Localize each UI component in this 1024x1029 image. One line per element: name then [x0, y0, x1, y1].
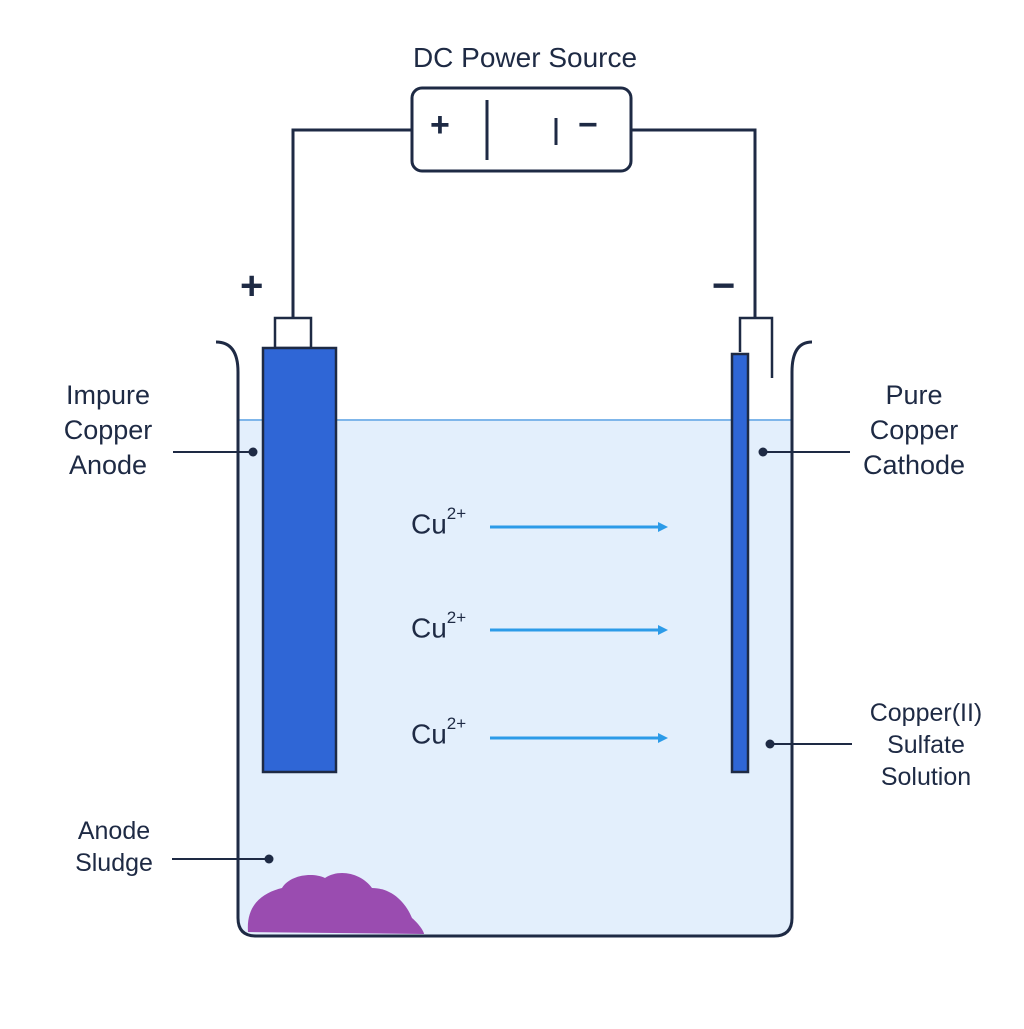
ion-2-base: Cu — [411, 612, 447, 644]
anode-wire — [291, 128, 412, 318]
solution-label-line-3: Solution — [880, 763, 972, 791]
ion-2-charge: 2+ — [446, 608, 467, 627]
beaker — [215, 340, 813, 938]
cathode-wire — [631, 128, 757, 318]
anode-terminal-sign: + — [240, 264, 264, 308]
power-minus-symbol: − — [578, 106, 598, 144]
cathode-label-line-1: Pure — [885, 380, 943, 410]
anode-leader-dot — [248, 447, 258, 457]
solution-label: Copper(II) Sulfate Solution — [852, 697, 1000, 793]
anode-electrode — [261, 346, 338, 774]
sludge-label-line-2: Sludge — [75, 849, 153, 877]
anode-label-line-3: Anode — [68, 450, 148, 480]
ion-3-base: Cu — [411, 718, 447, 750]
anode-connector — [273, 316, 313, 350]
anode-label: Impure Copper Anode — [40, 378, 176, 483]
anode-label-line-2: Copper — [63, 415, 153, 445]
solution-label-line-1: Copper(II) — [869, 699, 983, 727]
ion-3-charge: 2+ — [446, 714, 467, 733]
ion-1-base: Cu — [411, 508, 447, 540]
cathode-leader-dot — [758, 447, 768, 457]
anode-label-line-1: Impure — [65, 380, 151, 410]
cathode-label: Pure Copper Cathode — [846, 378, 982, 483]
solution-label-line-2: Sulfate — [887, 731, 965, 759]
cathode-terminal-sign: − — [712, 264, 736, 308]
power-plus-symbol: + — [430, 106, 450, 144]
solution-leader-dot — [765, 739, 775, 749]
sludge-label: Anode Sludge — [50, 815, 178, 879]
cathode-electrode — [730, 352, 750, 774]
cathode-connector — [738, 316, 774, 378]
ion-label-3: Cu2+ — [411, 714, 466, 750]
cathode-label-line-3: Cathode — [862, 450, 966, 480]
ion-label-1: Cu2+ — [411, 504, 466, 540]
power-source-title: DC Power Source — [412, 42, 638, 73]
sludge-label-line-1: Anode — [77, 817, 151, 845]
anode-sludge — [247, 873, 424, 934]
cathode-label-line-2: Copper — [869, 415, 959, 445]
sludge-leader-dot — [264, 854, 274, 864]
ion-1-charge: 2+ — [446, 504, 467, 523]
ion-label-2: Cu2+ — [411, 608, 466, 644]
electrolyte-solution — [238, 420, 792, 936]
power-source-box — [410, 86, 633, 173]
